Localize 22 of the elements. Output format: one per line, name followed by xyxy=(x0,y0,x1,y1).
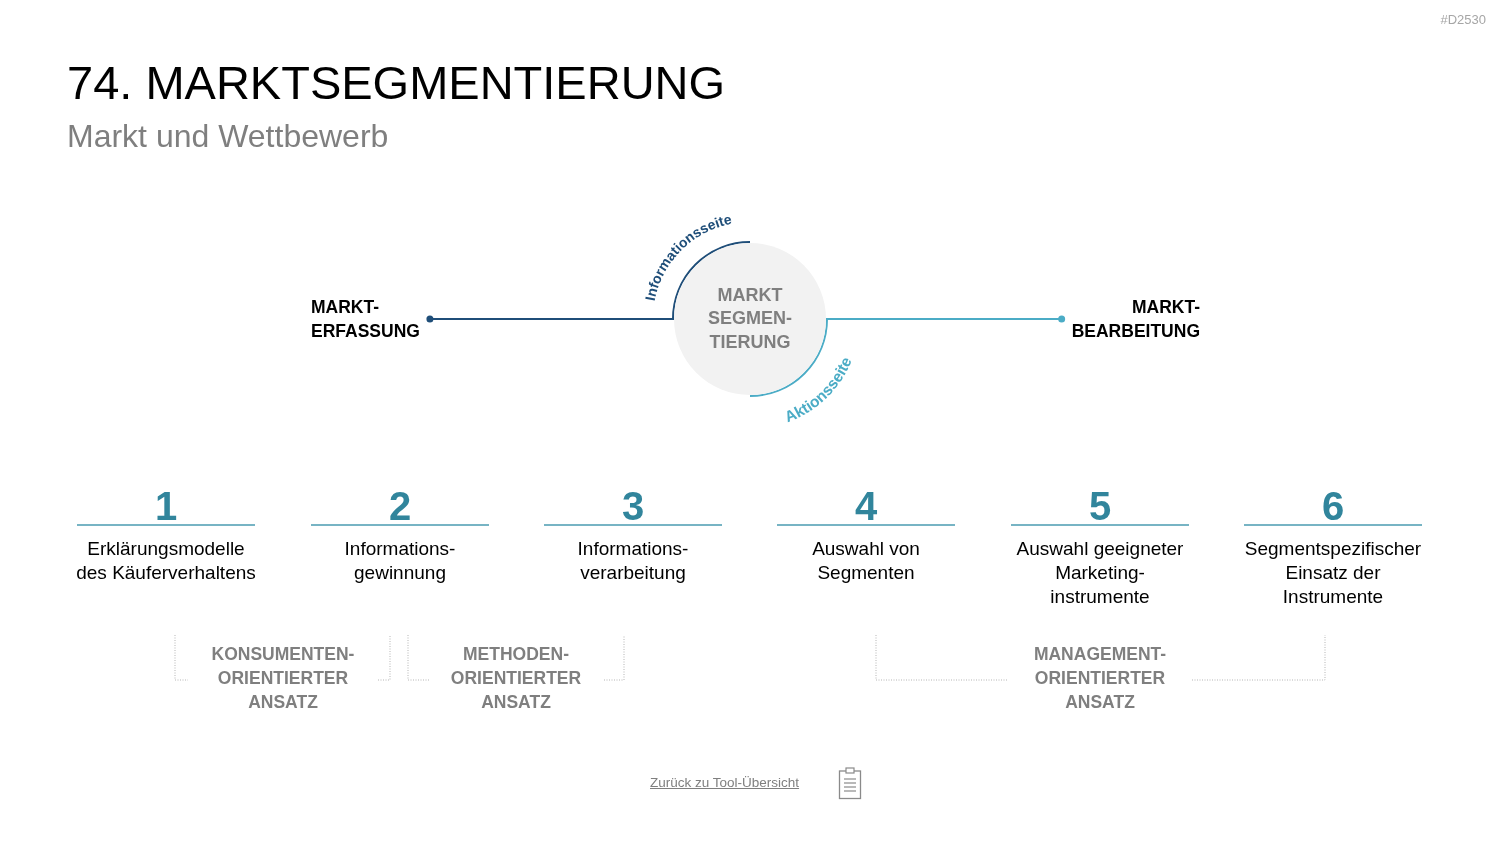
step-label: Auswahl geeigneter Marketing- instrumente xyxy=(1015,537,1185,609)
step-number: 6 xyxy=(1321,486,1345,526)
back-link: Zurück zu Tool-Übersicht xyxy=(650,775,800,790)
step-label: Informations- verarbeitung xyxy=(576,537,690,585)
step-label: Auswahl von Segmenten xyxy=(811,537,921,585)
approach-label: MANAGEMENT- ORIENTIERTER ANSATZ xyxy=(1032,643,1168,714)
approach-label: KONSUMENTEN- ORIENTIERTER ANSATZ xyxy=(210,643,356,714)
step-number: 4 xyxy=(854,486,878,526)
slide-code: #D2530 xyxy=(1440,12,1486,27)
phase-label: MARKT- ERFASSUNG xyxy=(311,295,430,343)
title: 74. MARKTSEGMENTIERUNG xyxy=(67,59,726,106)
connector-line xyxy=(749,315,1066,397)
step-number: 5 xyxy=(1088,486,1112,526)
step-number: 3 xyxy=(621,486,645,526)
step-label: Erklärungsmodelle des Käuferverhaltens xyxy=(75,537,257,585)
step-number: 1 xyxy=(154,486,178,526)
approach-label: METHODEN- ORIENTIERTER ANSATZ xyxy=(449,643,583,714)
subtitle: Markt und Wettbewerb xyxy=(67,120,389,152)
step-label: Informations- gewinnung xyxy=(343,537,457,585)
phase-label: MARKT- BEARBEITUNG xyxy=(1061,295,1200,343)
step-number: 2 xyxy=(388,486,412,526)
step-label: Segmentspezifischer Einsatz der Instrumente xyxy=(1243,537,1423,609)
